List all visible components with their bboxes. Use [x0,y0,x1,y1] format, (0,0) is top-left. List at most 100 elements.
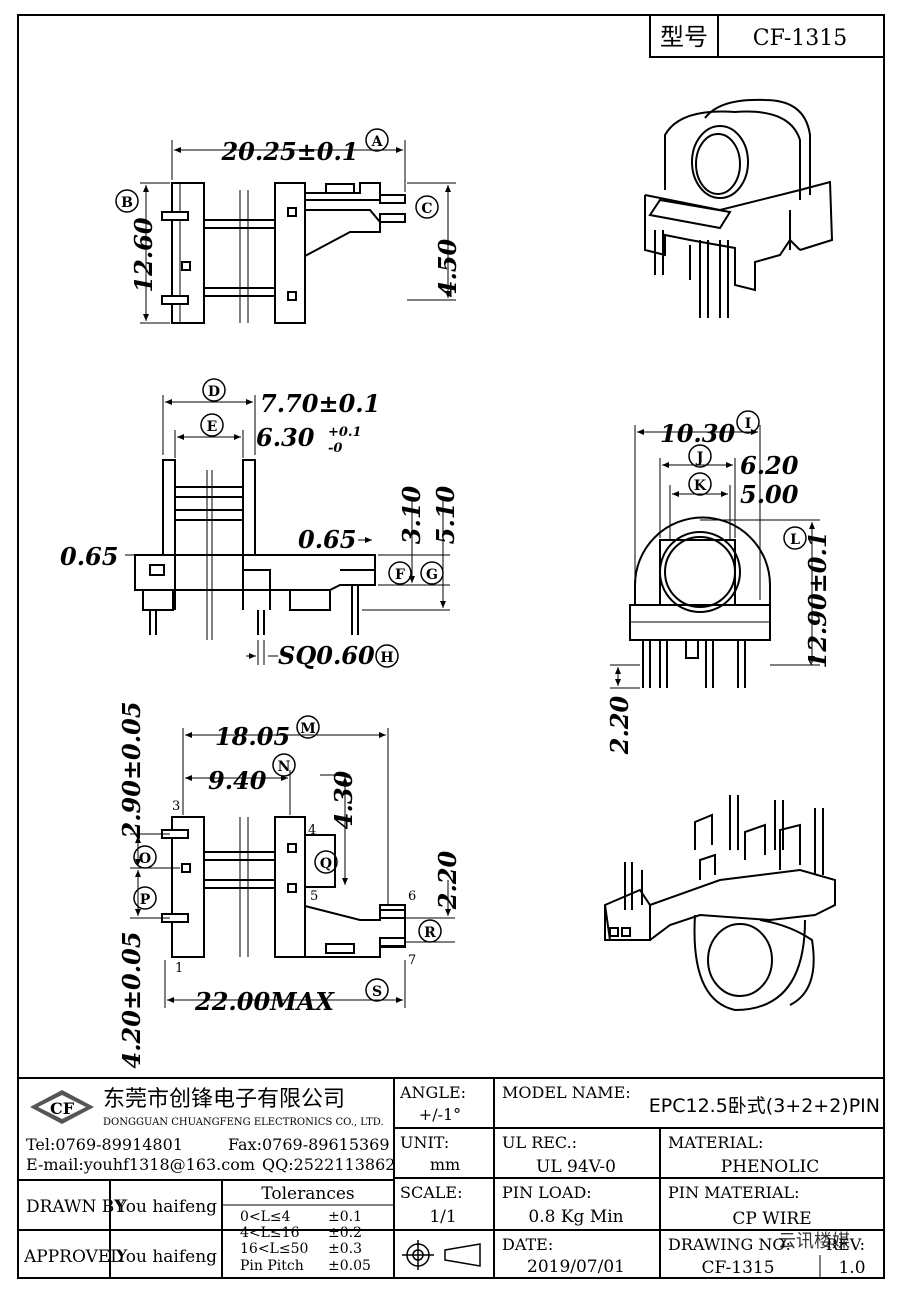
company-name-en: DONGGUAN CHUANGFENG ELECTRONICS CO., LTD… [103,1117,384,1128]
header-model-label: 型号 [660,23,708,51]
tolerance-range: 16<L≤50 [240,1241,308,1257]
dim-j-value: 6.20 [740,451,799,480]
dim-g-value: 5.10 [431,485,460,544]
pin-number-6: 6 [408,889,416,904]
dim-l-letter: L [790,532,800,548]
dim-h-value: SQ0.60 [278,641,375,670]
dim-p-letter: P [140,892,151,908]
dim-k-letter: K [694,478,707,494]
dim-r-letter: R [424,925,436,941]
dim-e-tol-upper: +0.1 [328,425,362,440]
drawing-no-value: CF-1315 [701,1258,774,1278]
tolerance-range: 4<L≤16 [240,1225,300,1241]
dim-d-letter: D [208,384,220,400]
projection-symbol-icon [402,1240,481,1270]
company-fax: Fax:0769-89615369 [228,1135,390,1154]
side-view [125,395,450,665]
rev-label: REV: [826,1235,865,1254]
title-block-grid [18,1077,884,1278]
bottom-view [130,728,455,1008]
dim-e-value: 6.30 [256,423,315,452]
front-view [610,425,820,689]
dim-left-065: 0.65 [60,542,118,571]
tolerance-value: ±0.05 [328,1258,371,1274]
sheet-border [17,14,885,1279]
pin-load-value: 0.8 Kg Min [528,1207,623,1227]
bottom-view-labels: 18.05 M 9.40 N 4.30 Q 2.20 R 22.00MAX S … [117,701,462,1068]
date-label: DATE: [502,1235,553,1254]
company-logo-text: CF [50,1099,75,1118]
dim-j-letter: J [695,450,704,466]
dim-l-value: 12.90±0.1 [803,531,832,668]
dim-a-letter: A [371,134,384,150]
unit-value: mm [430,1155,460,1174]
pin-number-4: 4 [308,823,316,838]
pin-material-label: PIN MATERIAL: [668,1183,800,1202]
dim-i-value: 10.30 [660,419,735,448]
pin-number-1: 1 [175,961,183,976]
ul-rec-label: UL REC.: [502,1133,577,1152]
dim-i-letter: I [745,416,752,432]
isometric-view-bottom [603,795,836,1012]
dim-b-letter: B [121,195,133,211]
company-email: E-mail:youhf1318@163.com [26,1155,255,1174]
dim-b-value: 12.60 [129,217,158,292]
pin-number-5: 5 [310,889,318,904]
dim-q-value: 4.30 [329,770,358,829]
dim-f-letter: F [395,567,405,583]
front-view-labels: 10.30 I J 6.20 K 5.00 L 12.90±0.1 2.20 [605,410,832,755]
pin-load-label: PIN LOAD: [502,1183,592,1202]
pin-number-7: 7 [408,953,416,968]
dim-right-065: 0.65 [298,525,356,554]
rev-value: 1.0 [838,1258,865,1278]
dim-m-value: 18.05 [215,722,290,751]
company-name-cn: 东莞市创锋电子有限公司 [103,1087,345,1112]
tolerance-range: 0<L≤4 [240,1209,291,1225]
company-tel: Tel:0769-89914801 [26,1135,183,1154]
watermark: 云讯楼媒 [778,1231,850,1252]
dim-s-value: 22.00MAX [194,987,335,1016]
dim-c-value: 4.50 [433,238,462,297]
dim-p-value: 4.20±0.05 [117,931,146,1068]
pin-number-3: 3 [172,799,180,814]
pin-material-value: CP WIRE [732,1209,811,1229]
date-value: 2019/07/01 [527,1257,625,1277]
model-name-value: EPC12.5卧式(3+2+2)PIN [649,1095,880,1117]
tolerances-table: 0<L≤4 ±0.1 4<L≤16 ±0.2 16<L≤50 ±0.3 Pin … [240,1209,371,1274]
dim-c-letter: C [421,201,432,217]
tolerance-value: ±0.2 [328,1225,362,1241]
dim-g-letter: G [426,567,438,583]
top-view [140,140,456,324]
company-qq: QQ:2522113862 [262,1155,395,1174]
dim-f-value: 3.10 [397,485,426,544]
dim-m-letter: M [300,721,316,737]
material-label: MATERIAL: [668,1133,763,1152]
material-value: PHENOLIC [721,1157,820,1177]
tolerance-range: Pin Pitch [240,1258,304,1274]
header-model-box: 型号 CF-1315 [649,14,885,58]
tolerance-value: ±0.1 [328,1209,362,1225]
angle-value: +/-1° [419,1105,461,1124]
tolerance-value: ±0.3 [328,1241,362,1257]
dim-q-letter: Q [320,856,332,872]
isometric-view-top [644,98,834,318]
side-view-labels: D 7.70±0.1 E 6.30 +0.1 -0 0.65 0.65 3.10… [60,378,460,670]
dim-d-value: 7.70±0.1 [260,389,380,418]
dim-pin-length-value: 2.20 [605,695,634,755]
top-view-labels: 20.25±0.1 A B 12.60 C 4.50 [115,128,462,297]
dim-s-letter: S [372,984,382,1000]
drawing-no-label: DRAWING NO: [668,1235,791,1254]
dim-h-letter: H [380,650,393,666]
dim-n-value: 9.40 [208,766,267,795]
header-model-value: CF-1315 [753,26,848,51]
dim-a-value: 20.25±0.1 [220,137,358,166]
company-logo: CF [30,1090,94,1124]
drawn-by-value: You haifeng [115,1197,217,1217]
approved-label: APPROVED [23,1247,124,1267]
dim-o-value: 2.90±0.05 [117,701,146,839]
dim-k-value: 5.00 [740,480,799,509]
model-name-label: MODEL NAME: [502,1083,631,1102]
dim-e-letter: E [207,419,218,435]
